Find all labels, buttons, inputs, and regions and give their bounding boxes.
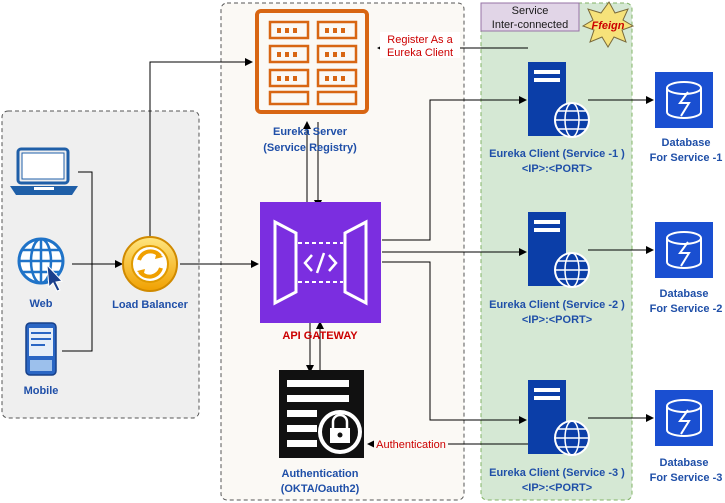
eureka-server-title: Eureka Server	[273, 126, 348, 138]
edge-gateway-service3	[382, 261, 527, 424]
register-note-line1: Register As a	[387, 34, 453, 46]
edge-lb-eureka	[149, 58, 253, 236]
eureka-client-3-server-icon	[528, 380, 590, 456]
eureka-client-1-address: <IP>:<PORT>	[522, 163, 592, 175]
web-label: Web	[29, 298, 52, 310]
service-header-box	[480, 2, 580, 32]
database-1-icon	[655, 72, 713, 128]
authentication-edge-label: Authentication	[376, 439, 446, 451]
eureka-client-2-address: <IP>:<PORT>	[522, 314, 592, 326]
eureka-server-subtitle: (Service Registry)	[263, 142, 357, 154]
feign-label: Ffeign	[592, 20, 625, 32]
load-balancer-icon	[122, 236, 178, 292]
database-2-subtitle: For Service -2	[650, 303, 723, 315]
database-3-icon	[655, 390, 713, 446]
eureka-client-2-server-icon	[528, 212, 590, 288]
eureka-client-1-server-icon	[528, 62, 590, 138]
eureka-server-icon	[255, 9, 369, 114]
connectors	[62, 44, 654, 448]
eureka-client-3-title: Eureka Client (Service -3 )	[489, 467, 625, 479]
load-balancer-label: Load Balancer	[112, 299, 189, 311]
service-header-line2: Inter-connected	[492, 19, 568, 31]
feign-badge	[581, 1, 635, 48]
eureka-client-3-address: <IP>:<PORT>	[522, 482, 592, 494]
register-note-line2: Eureka Client	[387, 47, 453, 59]
database-2-title: Database	[660, 288, 709, 300]
mobile-phone-icon	[25, 322, 57, 376]
authentication-title: Authentication	[282, 468, 359, 480]
api-gateway-icon	[260, 202, 381, 323]
authentication-edge-label-bg	[374, 438, 448, 451]
service-header-line1: Service	[512, 5, 549, 17]
authentication-subtitle: (OKTA/Oauth2)	[281, 483, 360, 495]
database-3-subtitle: For Service -3	[650, 472, 723, 484]
database-3-title: Database	[660, 457, 709, 469]
mobile-label: Mobile	[24, 385, 59, 397]
database-1-title: Database	[662, 137, 711, 149]
eureka-client-2-title: Eureka Client (Service -2 )	[489, 299, 625, 311]
database-2-icon	[655, 222, 713, 278]
edge-mobile-lb	[62, 264, 93, 352]
authentication-lock-icon	[279, 370, 364, 458]
edge-laptop-lb	[78, 171, 93, 264]
edge-gateway-service1	[382, 96, 527, 241]
globe-icon	[17, 237, 65, 292]
laptop-icon	[10, 147, 78, 195]
eureka-client-1-title: Eureka Client (Service -1 )	[489, 148, 625, 160]
database-1-subtitle: For Service -1	[650, 152, 723, 164]
api-gateway-label: API GATEWAY	[282, 330, 358, 342]
register-note-bg	[380, 32, 460, 58]
